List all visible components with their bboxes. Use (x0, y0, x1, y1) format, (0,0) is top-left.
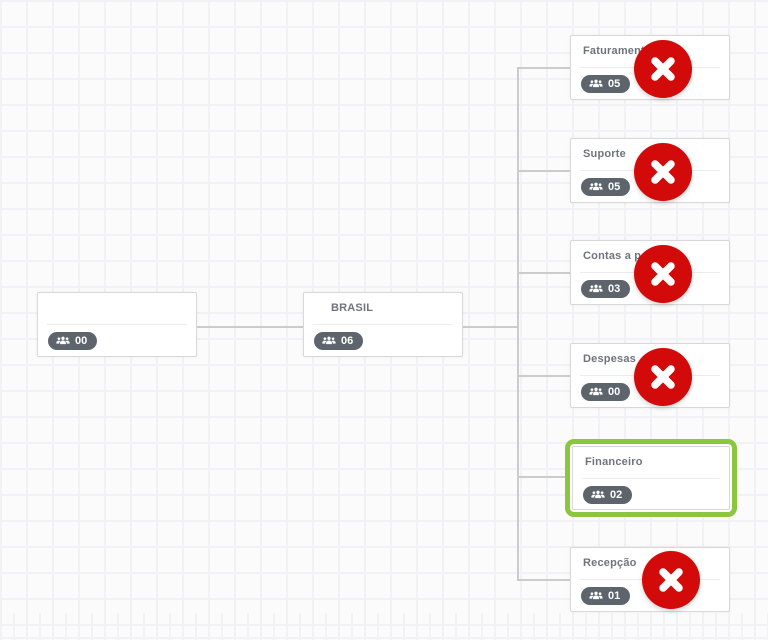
connector-trunk (517, 68, 519, 581)
member-count: 01 (608, 590, 621, 602)
connector-stub-financeiro (517, 476, 565, 478)
node-divider (313, 324, 453, 325)
sector-node-financeiro[interactable]: Financeiro 02 (572, 446, 730, 510)
users-group-icon (591, 490, 605, 499)
delete-sector-button-suporte[interactable] (634, 143, 692, 201)
node-divider (582, 478, 720, 479)
node-title: BRASIL (331, 302, 374, 314)
member-count: 05 (608, 181, 621, 193)
connector-stub-contas-a-pagar (517, 272, 570, 274)
member-count-badge: 00 (581, 383, 631, 401)
x-cross-icon (659, 568, 683, 592)
member-count-badge: 01 (581, 587, 631, 605)
connector-stub-despesas (517, 375, 570, 377)
member-count: 00 (608, 386, 621, 398)
delete-sector-button-contas-a-pagar[interactable] (634, 245, 692, 303)
connector-stub-recepcao (517, 579, 570, 581)
node-title: Financeiro (585, 456, 643, 468)
member-count: 00 (75, 335, 88, 347)
member-count-badge: 00 (48, 332, 98, 350)
users-group-icon (589, 591, 603, 600)
connector-brasil-to-trunk (463, 326, 517, 328)
node-divider (47, 324, 187, 325)
member-count-badge: 03 (581, 280, 631, 298)
users-group-icon (589, 284, 603, 293)
x-cross-icon (651, 160, 675, 184)
member-count: 02 (610, 489, 623, 501)
sector-node-root[interactable]: 00 (37, 292, 197, 357)
delete-sector-button-faturamento[interactable] (634, 40, 692, 98)
x-cross-icon (651, 57, 675, 81)
connector-stub-faturamento (517, 67, 570, 69)
member-count: 03 (608, 283, 621, 295)
x-cross-icon (651, 365, 675, 389)
sector-node-recepcao[interactable]: Recepção 01 (570, 547, 730, 612)
member-count-badge: 06 (314, 332, 364, 350)
member-count: 05 (608, 78, 621, 90)
connector-stub-suporte (517, 170, 570, 172)
selected-node-highlight: Financeiro 02 (565, 439, 737, 517)
users-group-icon (589, 79, 603, 88)
delete-sector-button-recepcao[interactable] (642, 551, 700, 609)
member-count-badge: 05 (581, 75, 631, 93)
node-title: Recepção (583, 557, 637, 569)
users-group-icon (589, 182, 603, 191)
member-count: 06 (341, 335, 354, 347)
x-cross-icon (651, 262, 675, 286)
users-group-icon (56, 336, 70, 345)
node-title: Suporte (583, 148, 626, 160)
org-chart-canvas[interactable]: 00 BRASIL 06 Faturamento (0, 0, 768, 613)
node-title: Despesas (583, 353, 636, 365)
member-count-badge: 02 (583, 486, 633, 504)
node-title: Faturamento (583, 45, 652, 57)
member-count-badge: 05 (581, 178, 631, 196)
delete-sector-button-despesas[interactable] (634, 348, 692, 406)
sector-node-brasil[interactable]: BRASIL 06 (303, 292, 463, 357)
users-group-icon (589, 387, 603, 396)
users-group-icon (322, 336, 336, 345)
connector-root-to-brasil (197, 326, 303, 328)
